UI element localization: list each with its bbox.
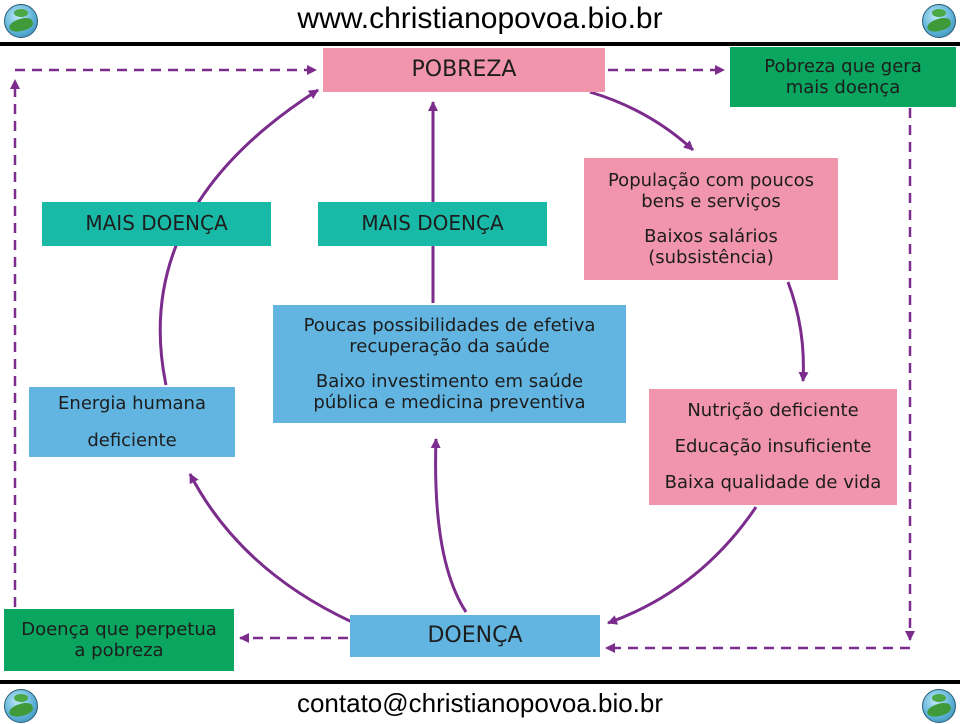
footer-contact: contato@christianopovoa.bio.br bbox=[296, 688, 664, 718]
node-line: Poucas possibilidades de efetiva bbox=[303, 314, 596, 336]
node-line: Baixo investimento em saúde bbox=[315, 371, 584, 392]
node-pobreza-label: POBREZA bbox=[411, 57, 517, 83]
node-line: (subsistência) bbox=[648, 247, 774, 269]
node-label: MAIS DOENÇA bbox=[361, 211, 504, 236]
node-line: Educação insuficiente bbox=[674, 436, 872, 458]
node-label: MAIS DOENÇA bbox=[85, 211, 228, 236]
globe-icon bbox=[4, 4, 38, 38]
footer-banner: contato@christianopovoa.bio.br bbox=[0, 680, 960, 724]
node-pobreza: POBREZA bbox=[323, 48, 605, 92]
node-line: Doença que perpetua bbox=[21, 618, 217, 640]
node-doenca-que-perpetua-a-pobreza: Doença que perpetua a pobreza bbox=[4, 609, 234, 671]
node-populacao: População com poucos bens e serviços Bai… bbox=[584, 158, 838, 280]
arrow-doenca-to-energia bbox=[188, 473, 353, 624]
arrow-doenca-to-poucas bbox=[430, 438, 468, 613]
node-line: deficiente bbox=[87, 429, 177, 451]
node-line: mais doença bbox=[785, 77, 901, 98]
node-mais-doenca-center: MAIS DOENÇA bbox=[318, 202, 547, 246]
arrow-nutricao-to-doenca bbox=[607, 506, 758, 625]
node-line: recuperação da saúde bbox=[349, 335, 550, 357]
node-pobreza-que-gera-mais-doenca: Pobreza que gera mais doença bbox=[730, 47, 956, 107]
header-banner: www.christianopovoa.bio.br bbox=[0, 0, 960, 46]
arrow-populacao-to-nutricao bbox=[786, 281, 809, 382]
globe-icon bbox=[922, 689, 956, 723]
node-line: a pobreza bbox=[74, 640, 164, 661]
node-line: bens e serviços bbox=[641, 190, 781, 212]
node-line: Energia humana bbox=[58, 393, 206, 414]
node-doenca-label: DOENÇA bbox=[427, 623, 523, 649]
globe-icon bbox=[922, 4, 956, 38]
node-mais-doenca-left: MAIS DOENÇA bbox=[42, 202, 271, 246]
node-line: Pobreza que gera bbox=[764, 55, 922, 77]
node-line: Baixa qualidade de vida bbox=[664, 472, 882, 494]
node-poucas-possibilidades: Poucas possibilidades de efetiva recuper… bbox=[273, 305, 626, 423]
node-line: População com poucos bbox=[607, 169, 815, 191]
header-url: www.christianopovoa.bio.br bbox=[297, 2, 663, 35]
node-energia-humana: Energia humana deficiente bbox=[29, 387, 235, 457]
arrow-pobreza-to-populacao bbox=[589, 90, 695, 152]
node-line: Nutrição deficiente bbox=[687, 400, 859, 422]
node-nutricao: Nutrição deficiente Educação insuficient… bbox=[649, 389, 897, 505]
node-line: pública e medicina preventiva bbox=[313, 392, 586, 414]
globe-icon bbox=[4, 689, 38, 723]
node-doenca: DOENÇA bbox=[350, 615, 600, 657]
node-line: Baixos salários bbox=[644, 226, 778, 247]
